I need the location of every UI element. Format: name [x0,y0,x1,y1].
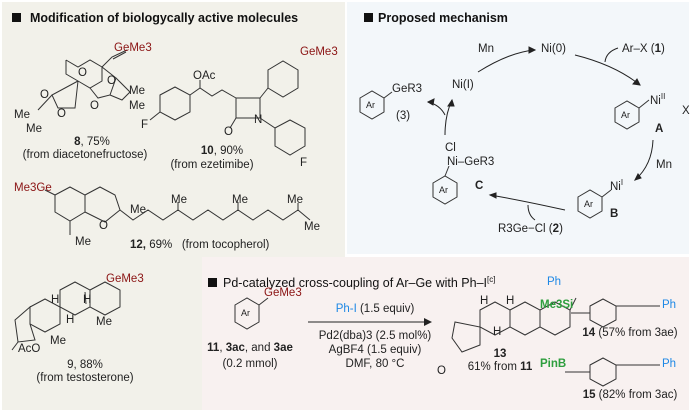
compound-10-structure [149,60,306,156]
atom-label: Me [287,194,303,206]
compound-9-source: (from testosterone) [36,372,134,384]
section-marker-icon [364,13,373,22]
product-13-yield: 61% from 11 [467,361,533,373]
compound-10-germanium-group: GeMe3 [300,46,338,58]
compound-12-structure [44,186,311,235]
product-14-label: 14 (57% from 3ae) [582,327,678,339]
mechanism-title: Proposed mechanism [378,11,508,25]
atom-label: O [107,75,116,87]
aryl-halide-reagent: Ar–X (1) [622,43,665,55]
compound-10-source: (from ezetimibe) [170,159,254,171]
arrow-oxidative-addition [574,54,641,86]
product-14-silyl-group: Me3Si [540,299,574,311]
intermediate-C-metal: Ni–GeR3 [447,156,495,168]
atom-label: Me [171,194,187,206]
atom-label: H [83,294,92,306]
atom-label: O [99,220,108,232]
atom-label: O [224,126,233,138]
germyl-chloride-reagent: R3Ge−Cl (2) [498,223,563,235]
product-15-boryl-group: PinB [540,358,567,370]
aryl-ring-label: Ar [439,185,448,195]
aryl-ring-label: Ar [241,308,250,318]
atom-label: H [506,295,515,307]
additive: AgBF4 (1.5 equiv) [328,344,422,356]
halide-label: X [682,105,690,117]
ni0-species: Ni(0) [541,43,566,55]
compound-12-germanium-group: Me3Ge [14,182,52,194]
atom-label: Me [129,85,145,97]
substrate-scale: (0.2 mmol) [222,358,278,370]
atom-label: Me [304,221,320,233]
compound-8-germanium-group: GeMe3 [114,42,152,54]
atom-label: Me [232,194,248,206]
atom-label: Me [129,100,145,112]
atom-label: Me [130,204,146,216]
intermediate-B-metal: NiI [610,178,624,193]
atom-label: Me [96,316,112,328]
product-15-phenyl: Ph [662,358,677,370]
atom-label: O [40,89,49,101]
atom-label: F [141,119,149,131]
compound-12-label: 12, 69% (from tocopherol) [130,239,270,251]
atom-label: O [78,67,87,79]
atom-label: Me [75,236,91,248]
conditions: DMF, 80 °C [345,358,405,370]
intermediate-A-metal: NiII [650,92,666,107]
aryl-ring-label: Ar [584,199,593,209]
atom-label: Me [14,109,30,121]
atom-label: H [480,295,489,307]
compound-9-germanium-group: GeMe3 [106,273,144,285]
aryl-ring-label: Ar [366,100,375,110]
compound-8-structure [37,49,131,111]
intermediate-C-label: C [475,180,484,192]
product-13-label: 13 [493,348,507,360]
coupling-structures [234,297,660,387]
atom-label: N [254,114,263,126]
substrate-label: 11, 3ac, and 3ae [207,342,293,354]
intermediate-A-label: A [655,123,664,135]
atom-label: AcO [18,343,41,355]
atom-label: Me [26,123,42,135]
product-label: (3) [396,110,411,122]
intermediate-B-label: B [610,208,619,220]
modification-title: Modification of biologycally active mole… [30,11,299,25]
modification-panel-lower [2,257,202,410]
product-14-phenyl: Ph [662,299,677,311]
atom-label: Me [50,335,66,347]
atom-label: O [90,100,99,112]
mechanism-panel [347,2,689,254]
product-15-label: 15 (82% from 3ac) [582,389,678,401]
product-germane-group: GeR3 [392,83,423,95]
product-13-phenyl: Ph [547,276,562,288]
atom-label: H [51,294,60,306]
atom-label: H [493,326,502,338]
phenyl-iodide-reagent: Ph-I (1.5 equiv) [335,303,415,315]
atom-label: F [300,157,308,169]
compound-10-label: 10, 90% [200,145,244,157]
section-marker-icon [208,278,217,287]
catalyst: Pd2(dba)3 (2.5 mol%) [318,330,432,342]
substrate-germanium-group: GeMe3 [264,287,302,299]
atom-label: O [57,108,66,120]
mechanism-rings [359,90,650,219]
catalytic-cycle-arrows [426,46,654,221]
compound-9-structure [11,281,121,351]
compound-9-label: 9, 88% [67,359,103,371]
atom-label: OAc [193,70,216,82]
reductant-mn: Mn [656,159,672,171]
atom-label: O [437,365,446,377]
arrow-transmetalation [489,194,566,211]
reductant-mn: Mn [478,43,494,55]
aryl-ring-label: Ar [621,110,630,120]
compound-8-source: (from diacetonefructose) [22,149,148,161]
ni1-species: Ni(I) [452,79,474,91]
section-marker-icon [12,13,21,22]
compound-8-label: 8, 75% [74,136,110,148]
coupling-title: Pd-catalyzed cross-coupling of Ar–Ge wit… [223,274,496,290]
chloride-label: Cl [445,142,456,154]
coupling-panel [202,257,689,410]
atom-label: H [66,314,75,326]
